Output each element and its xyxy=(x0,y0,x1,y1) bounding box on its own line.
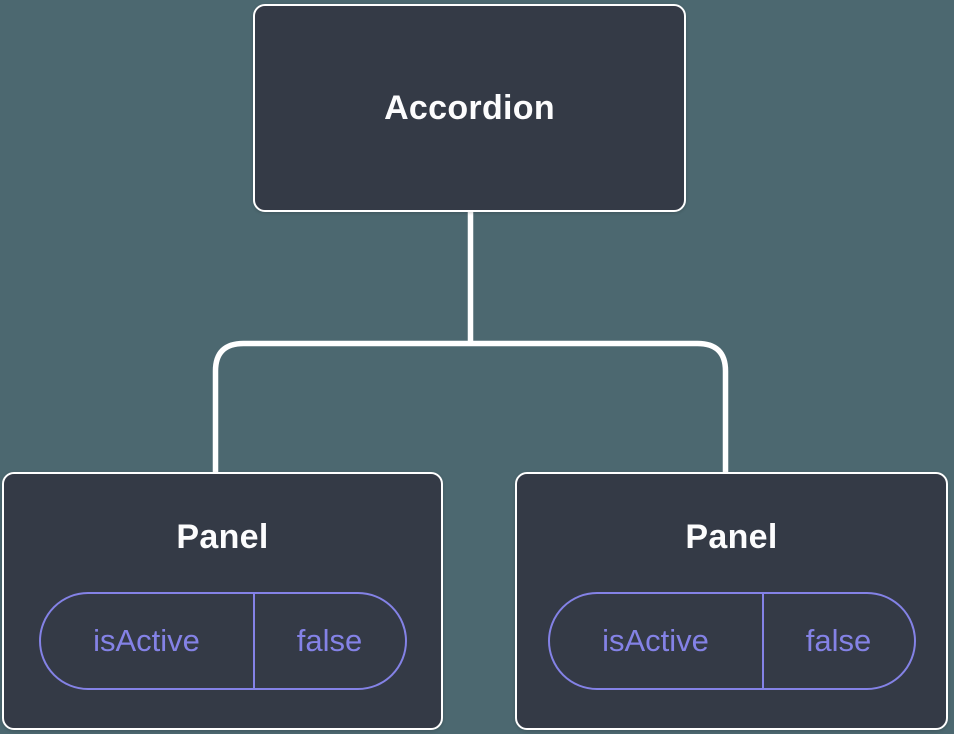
state-key: isActive xyxy=(550,594,764,688)
accordion-node: Accordion xyxy=(253,4,686,212)
panel-node-label: Panel xyxy=(685,518,778,556)
connector-bracket xyxy=(212,340,729,474)
accordion-node-label: Accordion xyxy=(384,88,555,127)
state-pill: isActive false xyxy=(547,592,916,690)
state-key: isActive xyxy=(41,594,255,688)
state-value: false xyxy=(296,623,363,658)
state-value: false xyxy=(805,623,872,658)
panel-node-label: Panel xyxy=(176,518,269,556)
panel-node-right: Panel isActive false xyxy=(515,472,948,730)
state-pill: isActive false xyxy=(38,592,407,690)
panel-node-left: Panel isActive false xyxy=(2,472,443,730)
